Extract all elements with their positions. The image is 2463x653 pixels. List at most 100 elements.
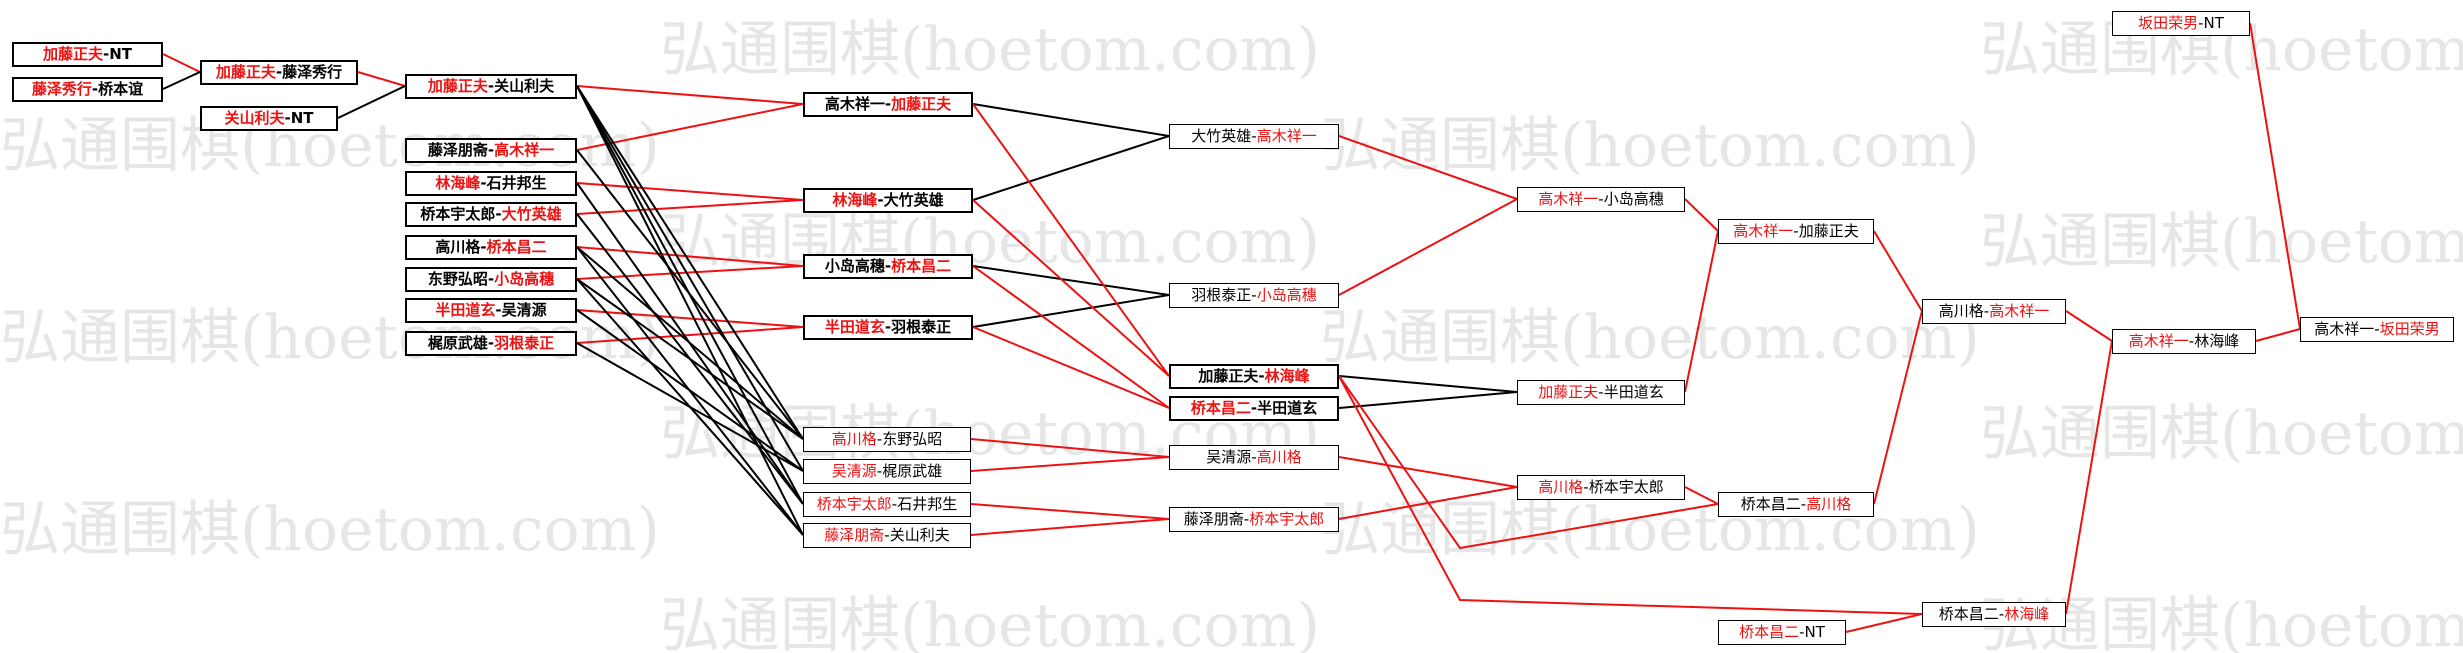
winner-name: 大竹英雄 [501, 205, 562, 223]
bracket-line [970, 518, 1170, 536]
winner-name: 加藤正夫 [42, 45, 103, 63]
winner-name: 坂田荣男 [2379, 320, 2440, 338]
loser-name: -关山利夫 [487, 77, 555, 95]
match-box-g25: 吴清源-高川格 [1169, 445, 1339, 470]
loser-name: -NT [2198, 14, 2224, 32]
match-box-g05: 加藤正夫-关山利夫 [405, 74, 577, 99]
loser-name: -吴清源 [495, 301, 547, 319]
bracket-line [972, 265, 1170, 296]
bracket-line [1684, 198, 1719, 232]
bracket-line [1338, 391, 1518, 409]
bracket-line [576, 85, 804, 440]
winner-name: 桥本昌二 [891, 257, 952, 275]
bracket-line [1338, 135, 1518, 200]
bracket-line [576, 85, 804, 105]
loser-name: 桥本昌二- [1740, 495, 1807, 513]
match-box-g22: 羽根泰正-小岛高穗 [1169, 283, 1339, 308]
winner-name: 林海峰 [435, 174, 481, 192]
loser-name: -东野弘昭 [876, 430, 943, 448]
winner-name: 高川格 [1256, 448, 1302, 466]
loser-name: 梶原武雄- [427, 334, 495, 352]
loser-name: -梶原武雄 [876, 462, 943, 480]
winner-name: 关山利夫 [224, 109, 285, 127]
match-box-g23: 加藤正夫-林海峰 [1169, 364, 1339, 389]
loser-name: -桥本宇太郎 [1583, 478, 1664, 496]
match-box-g28: 加藤正夫-半田道玄 [1517, 380, 1685, 405]
winner-name: 桥本昌二 [1739, 623, 1800, 641]
loser-name: -羽根泰正 [884, 318, 952, 336]
winner-name: 小岛高穗 [494, 270, 555, 288]
bracket-line [1338, 456, 1518, 488]
bracket-line [2255, 328, 2301, 342]
winner-name: 高木祥一 [494, 141, 555, 159]
bracket-line [576, 103, 804, 151]
match-box-g13: 高木祥一-加藤正夫 [803, 92, 973, 117]
match-box-g11: 半田道玄-吴清源 [405, 298, 577, 323]
winner-name: 高木祥一 [1733, 222, 1794, 240]
winner-name: 吴清源 [831, 462, 877, 480]
match-box-g19: 桥本宇太郎-石井邦生 [803, 492, 971, 517]
match-box-g21: 大竹英雄-高木祥一 [1169, 124, 1339, 149]
loser-name: -大竹英雄 [877, 191, 944, 209]
bracket-line [970, 503, 1170, 520]
loser-name: -NT [284, 109, 314, 127]
bracket-line [972, 326, 1170, 409]
loser-name: 高川格- [1938, 302, 1990, 320]
winner-name: 藤泽秀行 [31, 80, 92, 98]
loser-name: -关山利夫 [884, 526, 950, 544]
match-box-g06: 藤泽朋斋-高木祥一 [405, 138, 577, 163]
winner-name: 高川格 [1806, 495, 1852, 513]
loser-name: -藤泽秀行 [275, 63, 343, 81]
match-box-g32: 高川格-高木祥一 [1922, 299, 2066, 324]
match-box-g36: 坂田荣男-NT [2112, 11, 2250, 36]
loser-name: 大竹英雄- [1191, 127, 1257, 145]
winner-name: 林海峰 [832, 191, 878, 209]
bracket-line [1845, 613, 1923, 633]
winner-name: 林海峰 [1264, 367, 1310, 385]
bracket-line [576, 199, 804, 215]
match-box-g02: 藤泽秀行-桥本谊 [12, 77, 163, 102]
bracket-line [162, 53, 201, 73]
loser-name: 藤泽朋斋- [1183, 510, 1250, 528]
match-box-g07: 林海峰-石井邦生 [405, 171, 577, 196]
match-box-g17: 高川格-东野弘昭 [803, 427, 971, 452]
winner-name: 加藤正夫 [1538, 383, 1599, 401]
winner-name: 桥本宇太郎 [816, 495, 892, 513]
match-box-g30: 高木祥一-加藤正夫 [1718, 219, 1874, 244]
bracket-line [576, 85, 804, 472]
bracket-line [576, 309, 804, 328]
bracket-line [1684, 486, 1719, 505]
winner-name: 半田道玄 [435, 301, 496, 319]
winner-name: 桥本宇太郎 [1249, 510, 1325, 528]
loser-name: 桥本宇太郎- [420, 205, 502, 223]
loser-name: 小岛高穗- [824, 257, 892, 275]
winner-name: 林海峰 [2004, 605, 2050, 623]
winner-name: 小岛高穗 [1256, 286, 1317, 304]
match-box-g09: 高川格-桥本昌二 [405, 235, 577, 260]
match-box-g14: 林海峰-大竹英雄 [803, 188, 973, 213]
match-box-g33: 桥本昌二-林海峰 [1922, 602, 2066, 627]
loser-name: -小岛高穗 [1598, 190, 1664, 208]
loser-name: -石井邦生 [480, 174, 547, 192]
bracket-line [972, 103, 1170, 137]
loser-name: 高木祥一- [2314, 320, 2380, 338]
match-box-g27: 高木祥一-小岛高穗 [1517, 187, 1685, 212]
bracket-line [2249, 22, 2301, 330]
bracket-line [972, 103, 1170, 377]
loser-name: -NT [1799, 623, 1825, 641]
bracket-line [2065, 340, 2113, 615]
winner-name: 加藤正夫 [215, 63, 276, 81]
loser-name: 吴清源- [1206, 448, 1257, 466]
loser-name: 藤泽朋斋- [427, 141, 495, 159]
match-box-g08: 桥本宇太郎-大竹英雄 [405, 202, 577, 227]
match-box-g31: 桥本昌二-高川格 [1718, 492, 1874, 517]
bracket-line [576, 326, 804, 344]
match-box-g15: 小岛高穗-桥本昌二 [803, 254, 973, 279]
match-box-g29: 高川格-桥本宇太郎 [1517, 475, 1685, 500]
bracket-line [1338, 375, 1518, 393]
bracket-line [1338, 375, 1923, 615]
match-box-g26: 藤泽朋斋-桥本宇太郎 [1169, 507, 1339, 532]
match-box-g24: 桥本昌二-半田道玄 [1169, 396, 1339, 421]
winner-name: 高川格 [1538, 478, 1584, 496]
